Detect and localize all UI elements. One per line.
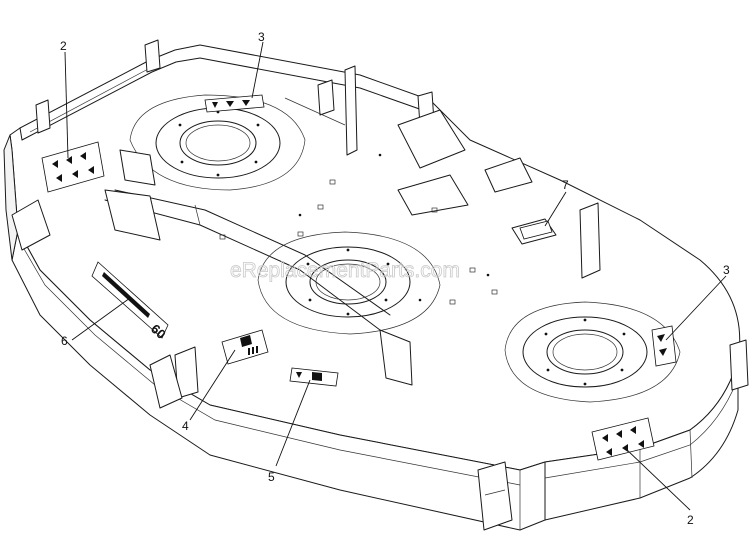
- watermark-text: eReplacementParts.com: [230, 259, 460, 282]
- deck-brackets: [11, 39, 749, 531]
- callout-2-left: 2: [60, 39, 67, 53]
- callout-2-bottom: 2: [687, 513, 694, 527]
- callout-6: 6: [61, 334, 68, 348]
- deck-left-wall: [3, 134, 19, 261]
- callout-4: 4: [182, 419, 189, 433]
- decal-3-right: [651, 325, 677, 367]
- leader-lines: [64, 41, 727, 511]
- spindle-center: [257, 231, 441, 335]
- deck-right-skirt: [544, 359, 739, 521]
- decal-2-left: [41, 141, 105, 193]
- callout-5: 5: [268, 470, 275, 484]
- deck-top-surface: [9, 44, 741, 471]
- decal-4: [221, 329, 269, 365]
- callout-numbers: 2 3 7 3 6 4 5 2: [60, 30, 730, 527]
- front-mount-bottom: [477, 461, 513, 531]
- decal-7: [519, 220, 553, 240]
- decal-5: [289, 367, 339, 387]
- decal-2-bottom: [591, 417, 655, 461]
- callout-7: 7: [562, 178, 569, 192]
- callout-3-right: 3: [723, 263, 730, 277]
- decal-3-top: [204, 94, 265, 113]
- spindle-right: [504, 301, 681, 403]
- front-mount-left: [11, 199, 51, 251]
- callout-3-top: 3: [258, 30, 265, 44]
